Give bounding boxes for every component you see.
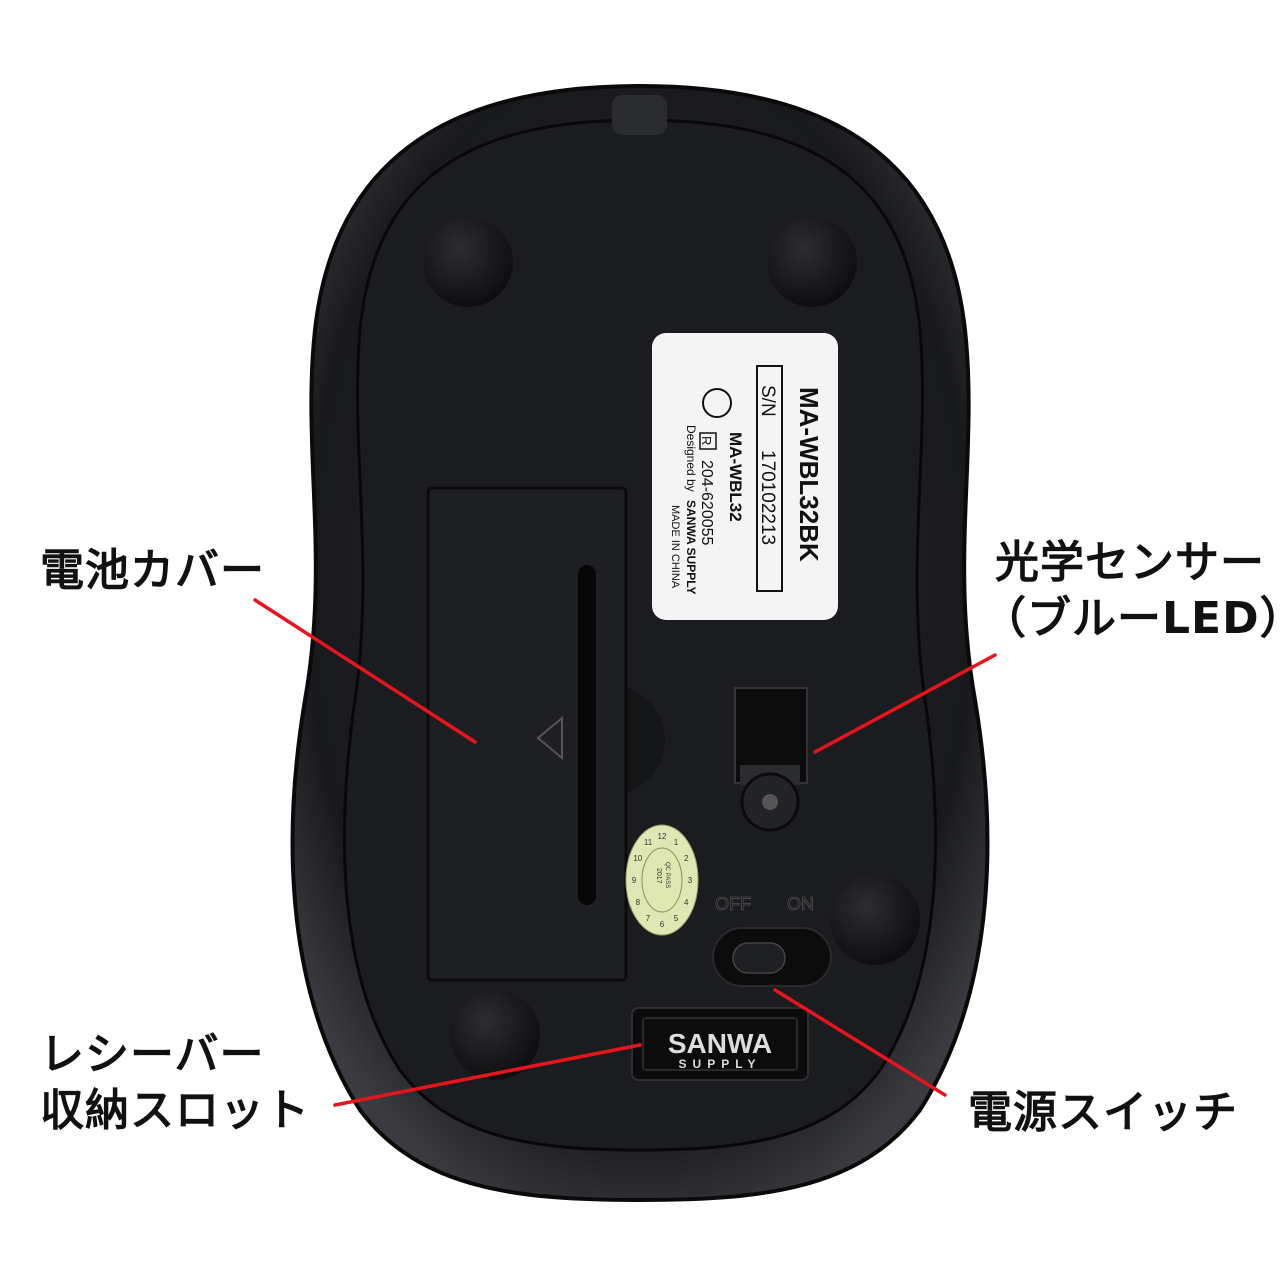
qc-month: 4 [684,898,689,907]
mouse-foot [767,217,857,307]
qc-year: 2017 [655,868,662,884]
label-cert-number: 204-620055 [698,460,715,546]
wheel-notch [612,95,667,135]
qc-month: 3 [688,876,693,885]
callout-line-battery [253,598,477,744]
switch-off-label: OFF [715,894,751,914]
product-label [652,333,838,620]
label-brand: SANWA SUPPLY [684,500,698,594]
power-switch-knob[interactable] [732,942,786,974]
cover-slot [578,565,596,905]
callout-receiver-line2: 収納スロット [40,1085,310,1136]
label-model: MA-WBL32BK [794,387,824,562]
label-sn-prefix: S/N [757,385,778,417]
qc-month: 5 [674,914,679,923]
callout-line-receiver [333,1043,642,1107]
qc-month: 2 [684,854,689,863]
logo-sanwa: SANWA [668,1028,772,1059]
qc-month: 1 [674,838,679,847]
callout-receiver-line1: レシーバー [40,1029,265,1080]
callout-optical-sensor: 光学センサー [995,537,1265,588]
logo-supply: SUPPLY [679,1057,762,1071]
callout-battery-cover: 電池カバー [40,545,265,596]
callout-line-sensor [813,653,997,754]
qc-month: 7 [646,914,651,923]
label-r-mark: R [699,436,714,445]
label-sub-model: MA-WBL32 [726,432,745,522]
mouse-foot [450,990,540,1080]
battery-cover [426,486,628,982]
qc-month: 9 [632,876,637,885]
qc-month: 10 [633,854,642,863]
qc-month: 12 [658,832,667,841]
mouse-foot [830,875,920,965]
qc-sticker [625,824,699,936]
qc-month: 11 [644,838,653,847]
receiver-slot [631,1007,809,1081]
switch-on-label: ON [787,894,814,914]
qc-month: 8 [636,898,641,907]
label-serial: 170102213 [757,450,778,545]
qc-text: QC PASS [664,862,670,888]
label-origin: MADE IN CHINA [669,505,681,589]
callout-line-switch [773,988,947,1097]
callout-power-switch: 電源スイッチ [968,1087,1238,1138]
label-designed-by: Designed by [684,425,698,492]
mouse-foot [423,217,513,307]
arrow-mark-icon [536,715,563,761]
cert-mark-icon [702,388,732,418]
callout-optical-sensor-sub: （ブルーLED） [982,593,1280,644]
qc-month: 6 [660,920,665,929]
